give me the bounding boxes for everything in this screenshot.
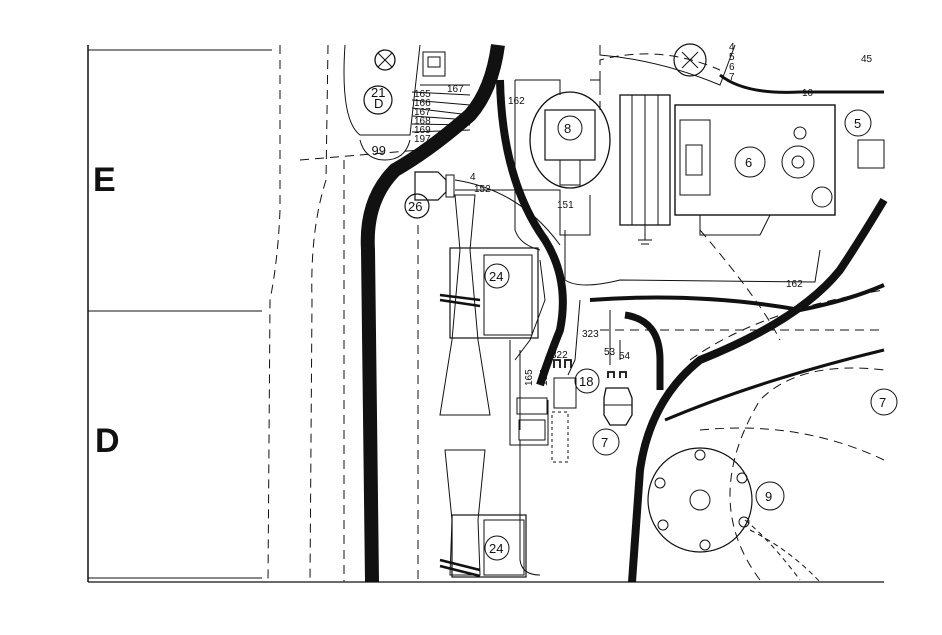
component-66-label: 66 (372, 143, 386, 158)
wire-label: 166 (414, 98, 431, 109)
component-9 (647, 447, 821, 583)
wire-label: 45 (861, 54, 873, 65)
connector-block (516, 397, 548, 576)
wire-label: 322 (551, 350, 568, 361)
wire-labels: 167 165 166 167 168 169 197 162 4 152 15… (414, 42, 873, 386)
component-24-bottom (439, 449, 527, 578)
component-8-label: 8 (564, 121, 571, 136)
wire-label: 162 (786, 279, 803, 290)
wire-label: 168 (414, 116, 431, 127)
component-24-top-label: 24 (489, 269, 503, 284)
wire-label: 4 (729, 42, 735, 53)
component-66 (359, 139, 411, 161)
wire-label: 53 (604, 347, 616, 358)
wire-label: 169 (414, 125, 431, 136)
component-7 (592, 371, 633, 456)
component-7-right (870, 388, 898, 416)
wire-label: 6 (729, 62, 735, 73)
wire-label: 10 (802, 88, 814, 99)
thin-wires (411, 79, 821, 446)
heavy-cables (589, 73, 885, 422)
component-18-label: 18 (579, 374, 593, 389)
wire-label: 152 (474, 184, 491, 195)
component-7-right-label: 7 (879, 395, 886, 410)
component-24-bottom-label: 24 (489, 541, 503, 556)
component-5 (844, 109, 885, 169)
component-18 (551, 359, 600, 463)
wire-label: 165 (414, 89, 431, 100)
wire-label: 323 (582, 329, 599, 340)
component-5-label: 5 (854, 116, 861, 131)
wire-label: 151 (557, 200, 574, 211)
component-8 (529, 91, 611, 189)
main-harness (360, 44, 888, 583)
wire-label: 167 (447, 84, 464, 95)
component-6 (674, 104, 836, 236)
page-frame (87, 45, 884, 583)
wire-label: 5 (729, 52, 735, 63)
zone-label-e: E (93, 161, 116, 199)
pulley (619, 94, 671, 245)
component-21 (343, 44, 446, 136)
component-6-label: 6 (745, 155, 752, 170)
wire-label: 167 (414, 107, 431, 118)
component-7-label: 7 (601, 435, 608, 450)
wire-label: 54 (619, 351, 631, 362)
wire-label: 155 (539, 369, 550, 386)
component-9-label: 9 (765, 489, 772, 504)
component-26 (404, 171, 455, 219)
component-24-top (439, 194, 539, 416)
body-outlines (267, 44, 885, 583)
wire-label: 197 (414, 134, 431, 145)
wire-label: 7 (729, 72, 735, 83)
wire-label: 162 (508, 96, 525, 107)
coil (599, 43, 736, 86)
zone-label-d: D (95, 422, 120, 460)
component-26-label: 26 (408, 199, 422, 214)
wire-label: 4 (470, 172, 476, 183)
wire-label: 165 (524, 369, 535, 386)
